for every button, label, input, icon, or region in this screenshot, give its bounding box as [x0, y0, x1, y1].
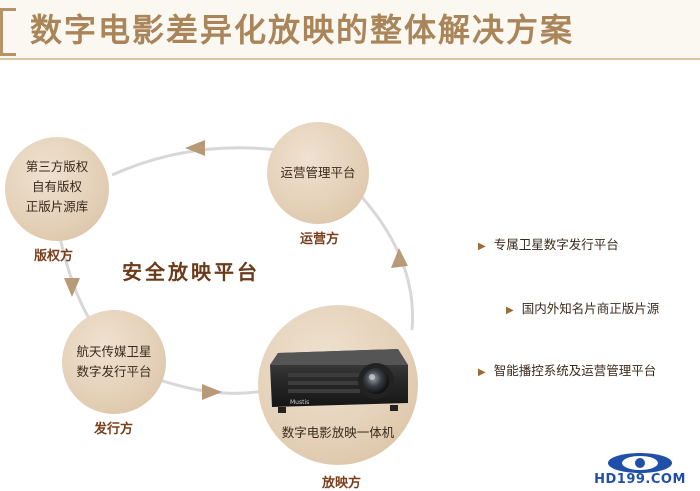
- title-bracket-decoration: [0, 8, 16, 56]
- title-bar: 数字电影差异化放映的整体解决方案: [0, 0, 700, 58]
- title-divider: [0, 58, 700, 60]
- site-logo: HD199.COM: [586, 452, 694, 488]
- node-operator: 运营管理平台: [267, 122, 369, 224]
- node-operator-line-1: 运营管理平台: [280, 165, 356, 180]
- arrow-cinema-to-ops: [391, 248, 408, 268]
- node-rights-holder: 第三方版权 自有版权 正版片源库: [5, 137, 109, 241]
- watermark-text: HD199.COM: [594, 472, 686, 487]
- projector-brand: Mustis: [290, 399, 310, 406]
- feature-item-text: 智能播控系统及运营管理平台: [493, 363, 657, 378]
- feature-item: ▶ 智能播控系统及运营管理平台: [478, 360, 656, 379]
- center-label: 安全放映平台: [122, 260, 260, 284]
- feature-item-text: 国内外知名片商正版片源: [521, 301, 660, 316]
- arrow-ops-to-rights: [185, 140, 205, 156]
- role-label-distributor: 发行方: [94, 422, 134, 437]
- role-label-rights: 版权方: [34, 249, 74, 264]
- arc-ops-to-rights: [111, 146, 279, 177]
- node-rights-line-2: 自有版权: [31, 179, 82, 194]
- node-cinema-line-1: 数字电影放映一体机: [281, 425, 395, 440]
- node-rights-line-1: 第三方版权: [25, 159, 89, 174]
- arrow-bullet-icon: ▶: [506, 305, 514, 316]
- feature-item-text: 专属卫星数字发行平台: [493, 237, 619, 252]
- node-rights-line-3: 正版片源库: [25, 199, 89, 214]
- node-distributor-line-1: 航天传媒卫星: [76, 344, 152, 359]
- arrow-rights-to-distrib: [64, 278, 80, 297]
- page-title: 数字电影差异化放映的整体解决方案: [30, 11, 575, 49]
- eye-logo-icon: [608, 453, 672, 473]
- feature-item: ▶ 国内外知名片商正版片源: [506, 298, 659, 317]
- node-distributor: 航天传媒卫星 数字发行平台: [62, 310, 166, 414]
- node-distributor-line-2: 数字发行平台: [76, 364, 152, 379]
- node-cinema: Mustis 数字电影放映一体机: [258, 305, 418, 465]
- arrow-bullet-icon: ▶: [478, 367, 486, 378]
- role-label-cinema: 放映方: [322, 476, 362, 491]
- arrow-bullet-icon: ▶: [478, 241, 486, 252]
- feature-item: ▶ 专属卫星数字发行平台: [478, 234, 619, 253]
- projector-icon: [270, 349, 408, 413]
- role-label-operator: 运营方: [300, 232, 340, 247]
- arrow-distrib-to-cinema: [202, 384, 222, 400]
